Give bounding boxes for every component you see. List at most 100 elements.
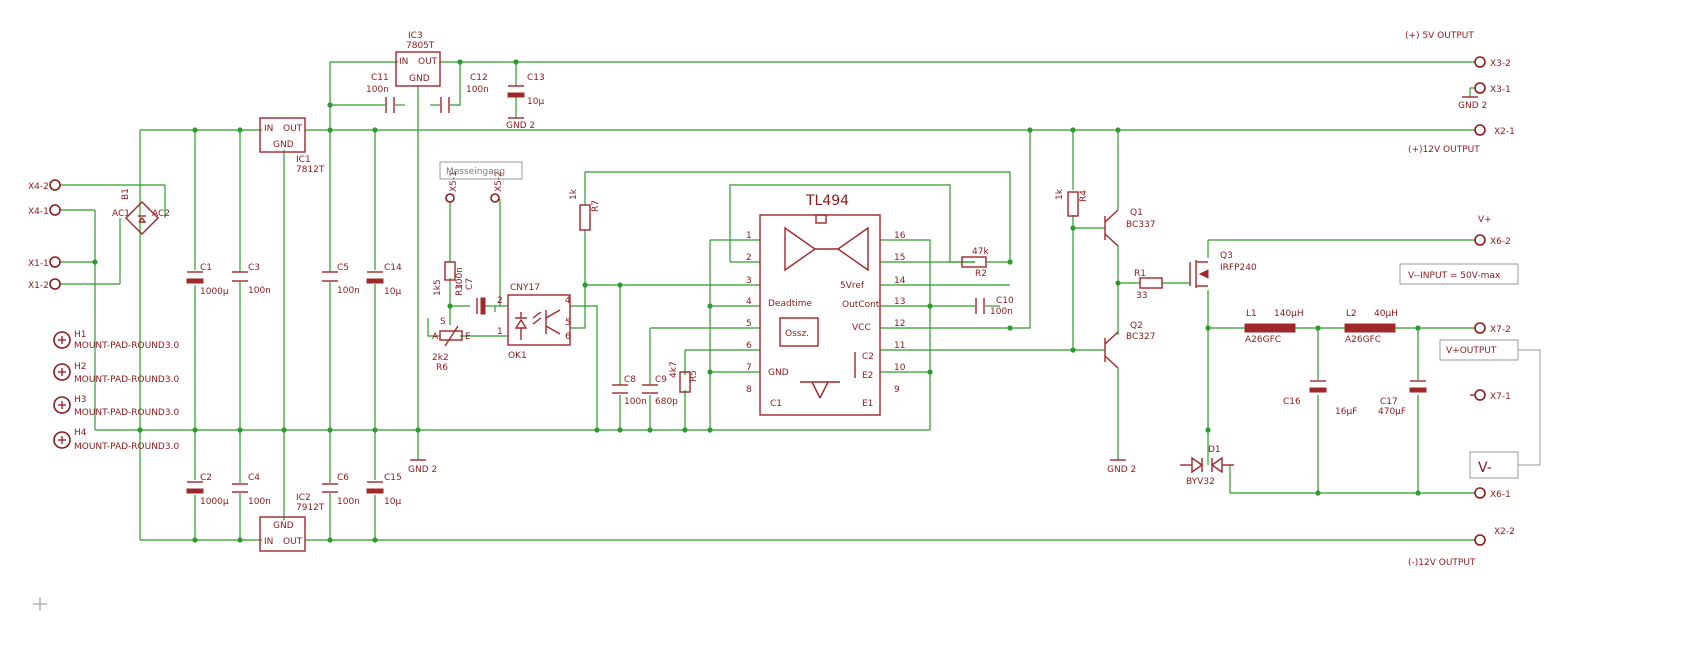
capacitor-c16: C16 16µF: [1283, 380, 1357, 417]
diode-d1: D1 BYV32: [1180, 445, 1234, 487]
capacitor-c4: C4 100n: [232, 473, 271, 507]
c6-value: 100n: [337, 497, 360, 507]
ic2-gnd-label: GND: [273, 521, 294, 531]
capacitor-c8: C8 100n: [612, 375, 647, 407]
q3-value: IRFP240: [1220, 263, 1257, 273]
tl494-pin-13: 13: [894, 297, 905, 307]
r6-label: R6: [436, 363, 448, 373]
ic2-value: 7912T: [296, 503, 325, 513]
tl494-pin-8: 8: [746, 385, 752, 395]
r1-value: 33: [1136, 291, 1147, 301]
resistor-r1: R1 33: [1134, 269, 1163, 301]
connector-x5-2-label: X5-2: [494, 171, 504, 192]
ic2-name: IC2: [296, 493, 311, 503]
regulator-ic3: IN OUT GND IC3 7805T: [395, 31, 441, 87]
ic1-gnd-label: GND: [273, 140, 294, 150]
junctions: [92, 59, 1421, 543]
ic3-in-label: IN: [399, 57, 408, 67]
vin-note-frame: [1399, 263, 1519, 285]
mounting-holes: H1 MOUNT-PAD-ROUND3.0 H2 MOUNT-PAD-ROUND…: [53, 330, 179, 452]
resistor-r5: 4k7 R5: [669, 361, 699, 393]
tl494-gnd-label: GND: [768, 368, 789, 378]
r2-value: 47k: [972, 247, 989, 257]
tl494-deadtime-label: Deadtime: [768, 299, 812, 309]
capacitor-c3: C3 100n: [232, 263, 271, 296]
connector-x1-1-label: X1-1: [28, 259, 49, 269]
messeingang-label: Messeingang: [446, 167, 505, 177]
gnd2-label-ic3: GND 2: [408, 465, 437, 475]
capacitor-c2: C2 1000µ: [186, 473, 229, 507]
r3-label: R3: [455, 284, 465, 296]
connector-x4-2-label: X4-2: [28, 182, 49, 192]
c12-value: 100n: [466, 85, 489, 95]
tl494-pin-11: 11: [894, 341, 905, 351]
ground-symbols: GND 2 GND 2: [408, 459, 1136, 475]
connector-x3-2-label: X3-2: [1490, 59, 1511, 69]
capacitor-c14: C14 10µ: [366, 263, 402, 297]
c17-value: 470µF: [1378, 407, 1406, 417]
r6-value: 2k2: [432, 353, 449, 363]
tl494-pin-15: 15: [894, 253, 905, 263]
b1-ac2-label: AC2: [152, 209, 170, 219]
c11-label: C11: [371, 73, 389, 83]
tl494-pin-6: 6: [746, 341, 752, 351]
c8-value: 100n: [624, 397, 647, 407]
tl494-pin-12: 12: [894, 319, 905, 329]
c9-label: C9: [655, 375, 667, 385]
tl494-c1-label: C1: [770, 399, 782, 409]
input-section: X4-2 X4-1 X1-1 X1-2 AC1 AC2 B1 H1 MOUNT-…: [28, 179, 179, 611]
tl494-pin-10: 10: [894, 363, 906, 373]
inductor-l1: L1 140µH A26GFC: [1244, 309, 1304, 345]
l1-label: L1: [1246, 309, 1257, 319]
b1-label: B1: [121, 188, 131, 200]
ic1-in-label: IN: [264, 124, 273, 134]
hole-h3-value: MOUNT-PAD-ROUND3.0: [74, 408, 179, 418]
tl494-pin-5: 5: [746, 319, 752, 329]
r4-label: R4: [1079, 190, 1089, 202]
output-vplus-label: V+: [1478, 215, 1492, 225]
pwm-controller-tl494: TL494 Ossz. Deadtime GND C1 E1 5Vref Out…: [746, 193, 906, 416]
c13-value: 10µ: [527, 97, 544, 107]
resistor-r3: 1k5 R3: [433, 261, 465, 296]
output-p12v-label: (+)12V OUTPUT: [1408, 145, 1480, 155]
l2-core: A26GFC: [1345, 335, 1381, 345]
capacitor-c15: C15 10µ: [366, 473, 402, 507]
ok1-pin2: 1: [497, 327, 503, 337]
c2-label: C2: [200, 473, 212, 483]
c13-label: C13: [527, 73, 545, 83]
mosfet-q3: Q3 IRFP240: [1189, 251, 1257, 288]
hole-h4-value: MOUNT-PAD-ROUND3.0: [74, 442, 179, 452]
ic2-in-label: IN: [264, 537, 273, 547]
inductor-l2: L2 40µH A26GFC: [1344, 309, 1398, 345]
transistor-q1: Q1 BC337: [1104, 208, 1155, 247]
c11-value: 100n: [366, 85, 389, 95]
hole-h1-value: MOUNT-PAD-ROUND3.0: [74, 341, 179, 351]
connector-x7-1-label: X7-1: [1490, 392, 1511, 402]
c14-label: C14: [384, 263, 402, 273]
ic1-name: IC1: [296, 155, 311, 165]
q3-label: Q3: [1220, 251, 1233, 261]
ic2-out-label: OUT: [283, 537, 303, 547]
q2-value: BC327: [1126, 332, 1155, 342]
tl494-pin-7: 7: [746, 363, 752, 373]
d1-label: D1: [1208, 445, 1221, 455]
inductors: L1 140µH A26GFC L2 40µH A26GFC: [1244, 309, 1398, 345]
r7-value: 1k: [569, 188, 579, 200]
r2-label: R2: [975, 269, 987, 279]
l2-label: L2: [1346, 309, 1357, 319]
c6-label: C6: [337, 473, 349, 483]
tl494-pin-1: 1: [746, 231, 752, 241]
vminus-label: V-: [1478, 460, 1492, 476]
connector-x6-2-label: X6-2: [1490, 237, 1511, 247]
measurement-input: Messeingang X5-1 X5-2: [439, 161, 523, 203]
capacitor-c6: C6 100n: [322, 473, 360, 507]
ic3-gnd-label: GND: [409, 74, 430, 84]
connector-x4-1-label: X4-1: [28, 207, 49, 217]
capacitor-c17: C17 470µF: [1378, 380, 1427, 417]
connector-x2-1-label: X2-1: [1494, 127, 1515, 137]
ic1-out-label: OUT: [283, 124, 303, 134]
b1-ac1-label: AC1: [112, 209, 130, 219]
potentiometer-r6: S A E 2k2 R6: [432, 317, 471, 373]
capacitor-c12: C12 100n: [440, 73, 489, 113]
